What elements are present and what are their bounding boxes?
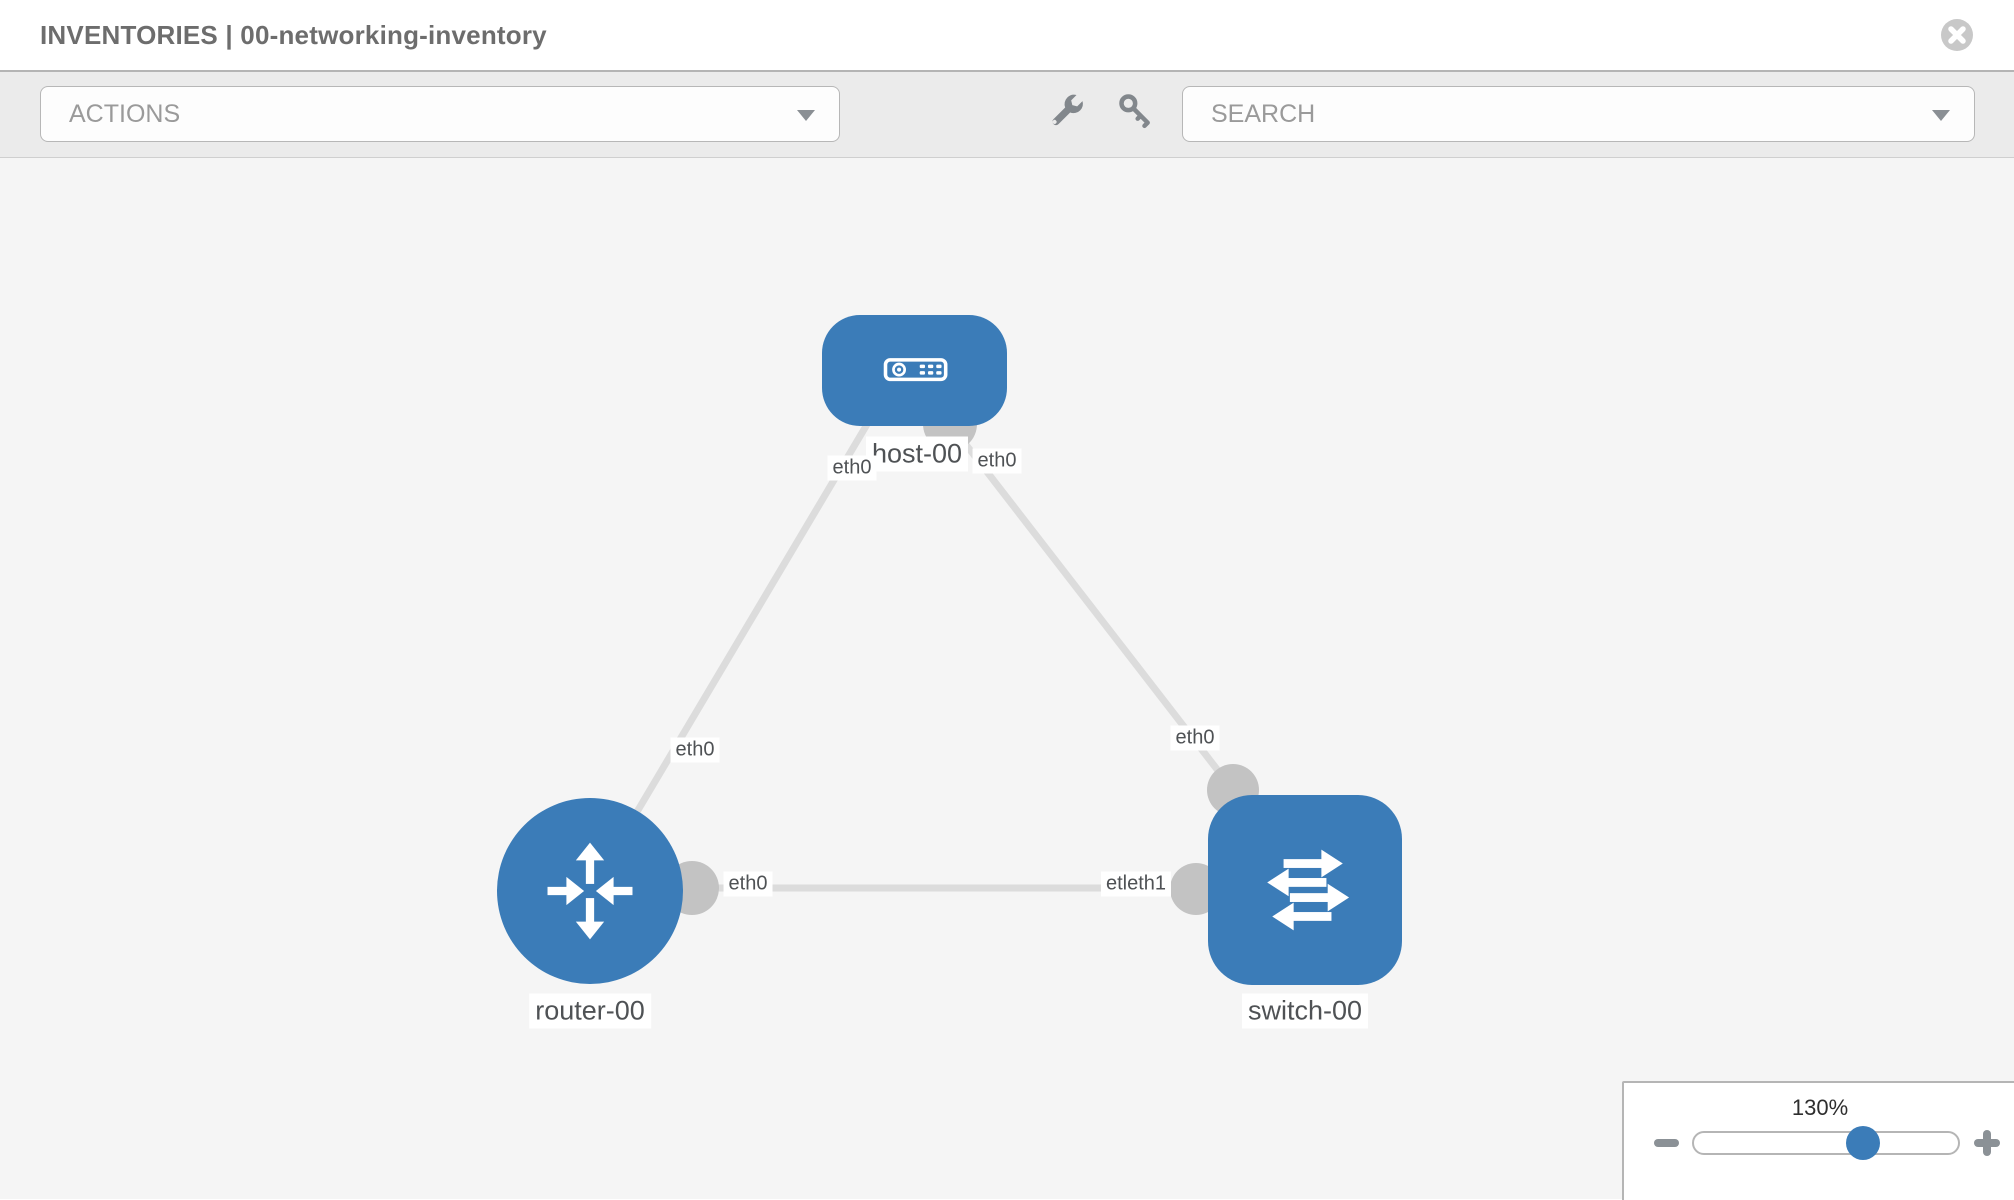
node-router-00[interactable] xyxy=(497,798,683,984)
node-host-00[interactable] xyxy=(822,315,1007,426)
chevron-down-icon xyxy=(1932,110,1950,121)
interface-label-host-left: eth0 xyxy=(827,455,877,481)
node-label-router: router-00 xyxy=(529,993,651,1029)
switch-arrows-icon xyxy=(1267,849,1350,931)
topology-canvas[interactable]: host-00 router-00 switch-00 eth0 eth0 et… xyxy=(0,158,2014,1200)
topology-toolbar: ACTIONS SEARCH xyxy=(0,72,2014,158)
key-icon xyxy=(1119,94,1150,129)
interface-label-switch-eth1: etleth1 xyxy=(1100,871,1172,897)
close-icon xyxy=(1941,19,1973,51)
wrench-icon xyxy=(1052,94,1083,126)
node-switch-00[interactable] xyxy=(1208,795,1402,985)
zoom-slider-handle[interactable] xyxy=(1845,1126,1880,1160)
inventory-title: INVENTORIES | 00-networking-inventory xyxy=(40,20,547,50)
topology-links-layer xyxy=(586,397,1259,915)
node-label-switch: switch-00 xyxy=(1241,993,1369,1029)
zoom-level-label: 130% xyxy=(1791,1095,1849,1120)
router-arrows-icon xyxy=(547,842,633,940)
search-dropdown[interactable]: SEARCH xyxy=(1182,86,1975,142)
interface-label-host-right: eth0 xyxy=(972,448,1022,474)
zoom-slider-track[interactable] xyxy=(1692,1126,1960,1160)
tools-button[interactable] xyxy=(1046,91,1086,131)
close-button[interactable] xyxy=(1940,18,1974,52)
chevron-down-icon xyxy=(797,110,815,121)
actions-dropdown[interactable]: ACTIONS xyxy=(40,86,840,142)
server-icon xyxy=(883,358,947,382)
credentials-button[interactable] xyxy=(1115,91,1155,131)
interface-label-router-link: eth0 xyxy=(670,737,720,763)
interface-label-router-eth0: eth0 xyxy=(723,871,773,897)
node-label-host: host-00 xyxy=(865,436,969,472)
interface-label-switch-link: eth0 xyxy=(1170,725,1220,751)
zoom-control-panel: 130% xyxy=(1622,1081,2014,1200)
actions-dropdown-label: ACTIONS xyxy=(69,100,181,128)
panel-header: INVENTORIES | 00-networking-inventory xyxy=(0,0,2014,72)
zoom-out-button[interactable] xyxy=(1654,1139,1679,1147)
zoom-in-button[interactable] xyxy=(1974,1130,2000,1156)
plus-icon xyxy=(1983,1130,1991,1156)
search-dropdown-label: SEARCH xyxy=(1211,100,1316,128)
